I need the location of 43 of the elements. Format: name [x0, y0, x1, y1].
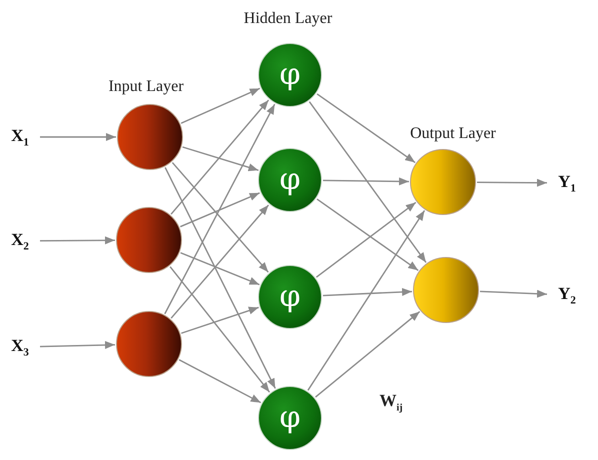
- arrow: [172, 162, 269, 273]
- arrow: [170, 266, 270, 393]
- layer-label: Input Layer: [108, 78, 184, 96]
- variable-label: X$_{3}$: [8, 336, 32, 358]
- activation-symbol: φ: [279, 282, 300, 312]
- arrow: [322, 288, 412, 296]
- arrow: [164, 167, 276, 389]
- arrow: [322, 177, 410, 186]
- arrow: [180, 88, 260, 124]
- activation-symbol: φ: [279, 165, 300, 195]
- arrow: [316, 93, 416, 164]
- arrow: [180, 252, 260, 286]
- layer-label: Output Layer: [410, 125, 496, 143]
- arrow: [315, 311, 420, 398]
- hidden-neuron: [258, 386, 322, 450]
- hidden-neuron: [258, 43, 322, 107]
- arrow: [170, 100, 270, 215]
- arrow: [178, 359, 262, 404]
- activation-symbol: φ: [279, 403, 300, 433]
- arrow: [316, 198, 419, 271]
- arrow: [181, 306, 259, 334]
- arrow: [480, 290, 548, 298]
- weight-label: W$_{ij}$: [379, 391, 403, 414]
- variable-label: X$_{1}$: [8, 126, 32, 148]
- variable-label: Y$_{1}$: [555, 172, 579, 194]
- arrow: [170, 204, 270, 319]
- input-neuron: [116, 207, 182, 273]
- hidden-neuron: [258, 148, 322, 212]
- activation-symbol: φ: [279, 60, 300, 90]
- arrow: [308, 101, 427, 263]
- arrow: [40, 341, 116, 350]
- arrow: [40, 133, 116, 141]
- arrow: [477, 178, 547, 187]
- arrow: [180, 192, 260, 228]
- arrow: [40, 236, 115, 244]
- hidden-neuron: [258, 265, 322, 329]
- arrow: [164, 104, 276, 314]
- variable-label: X$_{2}$: [8, 230, 32, 252]
- variable-label: Y$_{2}$: [555, 284, 579, 306]
- layer-label: Hidden Layer: [244, 10, 332, 28]
- arrow: [316, 202, 416, 278]
- arrow: [307, 210, 426, 391]
- arrow: [182, 146, 259, 172]
